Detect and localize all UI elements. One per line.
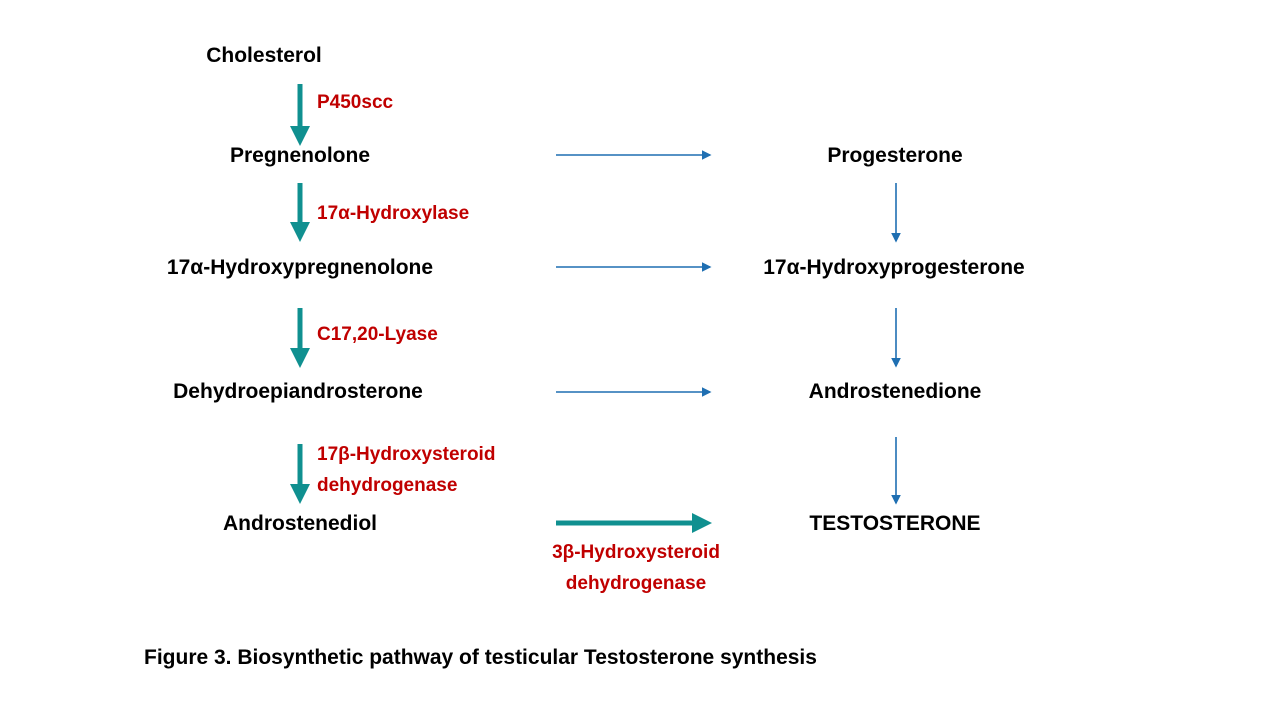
enzyme-3b-hsd-line2: dehydrogenase	[565, 573, 707, 594]
enzyme-17b-hsd-line2: dehydrogenase	[317, 475, 458, 496]
figure-caption: Figure 3. Biosynthetic pathway of testic…	[144, 646, 817, 669]
node-cholesterol: Cholesterol	[206, 44, 322, 67]
node-dhea: Dehydroepiandrosterone	[173, 380, 423, 403]
enzyme-p450scc: P450scc	[317, 92, 394, 113]
node-progesterone: Progesterone	[827, 144, 963, 167]
enzyme-3b-hsd: 3β-Hydroxysteroid dehydrogenase	[552, 537, 720, 599]
enzyme-17b-hsd: 17β-Hydroxysteroid dehydrogenase	[317, 439, 495, 501]
node-androstenedione: Androstenedione	[808, 380, 982, 403]
node-testosterone: TESTOSTERONE	[809, 512, 981, 535]
enzyme-c17-20-lyase: C17,20-Lyase	[317, 324, 438, 345]
node-androstenediol: Androstenediol	[222, 512, 378, 535]
enzyme-17a-hydroxylase: 17α-Hydroxylase	[317, 203, 470, 224]
enzyme-17b-hsd-line1: 17β-Hydroxysteroid	[317, 444, 496, 465]
node-hydroxypregnenolone: 17α-Hydroxypregnenolone	[166, 256, 434, 279]
node-pregnenolone: Pregnenolone	[229, 144, 371, 167]
node-hydroxyprogesterone: 17α-Hydroxyprogesterone	[763, 256, 1025, 279]
enzyme-3b-hsd-line1: 3β-Hydroxysteroid	[552, 542, 720, 563]
